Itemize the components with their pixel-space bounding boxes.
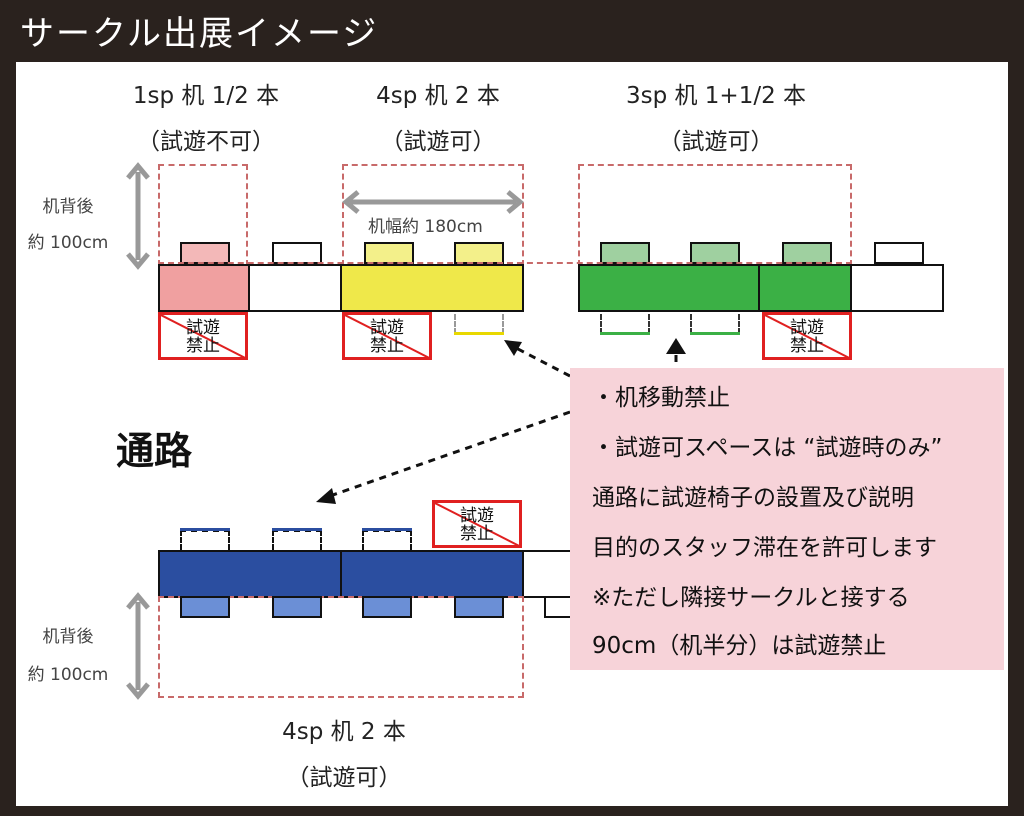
desk-green bbox=[578, 264, 760, 312]
diagram-panel: 1sp 机 1/2 本 （試遊不可） 4sp 机 2 本 （試遊可） 3sp 机… bbox=[16, 62, 1008, 806]
note-line: ・机移動禁止 bbox=[592, 385, 730, 411]
width-arrow bbox=[342, 190, 524, 214]
chair bbox=[180, 596, 230, 618]
trial-chair-base bbox=[180, 528, 230, 531]
bottom-note: （試遊可） bbox=[286, 765, 402, 791]
width-label: 机幅約 180cm bbox=[368, 217, 483, 237]
note-line: ・試遊可スペースは “試遊時のみ” bbox=[592, 435, 943, 461]
note-line: 90cm（机半分）は試遊禁止 bbox=[592, 633, 887, 659]
note-line: 目的のスタッフ滞在を許可します bbox=[592, 535, 937, 561]
desk-red bbox=[158, 264, 250, 312]
note-line: ※ただし隣接サークルと接する bbox=[592, 585, 910, 611]
trial-chair-base bbox=[690, 332, 740, 335]
note-line: 通路に試遊椅子の設置及び説明 bbox=[592, 485, 914, 511]
ban-box: 試遊 禁止 bbox=[432, 500, 522, 548]
page-title: サークル出展イメージ bbox=[20, 14, 379, 54]
group1-header: 1sp 机 1/2 本 bbox=[132, 83, 280, 109]
group3-note: （試遊可） bbox=[658, 129, 774, 155]
trial-chair-base bbox=[600, 332, 650, 335]
chair bbox=[454, 596, 504, 618]
rules-note-box: ・机移動禁止 ・試遊可スペースは “試遊時のみ” 通路に試遊椅子の設置及び説明 … bbox=[570, 368, 1004, 670]
bottom-depth-label-1: 机背後 bbox=[42, 627, 94, 647]
aisle-label: 通路 bbox=[116, 429, 193, 473]
desk-blue bbox=[340, 550, 524, 598]
top-depth-label-2: 約 100cm bbox=[27, 233, 109, 253]
group2-note: （試遊可） bbox=[380, 129, 496, 155]
trial-chair-base bbox=[272, 528, 322, 531]
chair bbox=[362, 596, 412, 618]
desk-yellow bbox=[340, 264, 524, 312]
top-depth-label-1: 机背後 bbox=[42, 197, 94, 217]
desk-neighbor bbox=[850, 264, 944, 312]
chair bbox=[874, 242, 924, 264]
ban-box: 試遊 禁止 bbox=[342, 312, 432, 360]
ban-box: 試遊 禁止 bbox=[158, 312, 248, 360]
pointer-arrows bbox=[316, 338, 686, 504]
group2-header: 4sp 机 2 本 bbox=[376, 83, 500, 109]
trial-chair bbox=[362, 530, 412, 550]
group1-note: （試遊不可） bbox=[137, 129, 275, 155]
bottom-depth-label-2: 約 100cm bbox=[27, 665, 109, 685]
group3-header: 3sp 机 1+1/2 本 bbox=[625, 83, 807, 109]
desk-blue bbox=[158, 550, 342, 598]
ban-box: 試遊 禁止 bbox=[762, 312, 852, 360]
top-depth-arrow bbox=[126, 162, 150, 270]
bottom-header: 4sp 机 2 本 bbox=[282, 719, 406, 745]
trial-chair bbox=[272, 530, 322, 550]
zone-edge-line bbox=[158, 262, 852, 264]
zone-bottom bbox=[158, 596, 524, 698]
trial-chair bbox=[180, 530, 230, 550]
bottom-depth-arrow bbox=[126, 592, 150, 700]
trial-chair-base bbox=[454, 332, 504, 335]
chair bbox=[272, 596, 322, 618]
trial-chair-base bbox=[362, 528, 412, 531]
